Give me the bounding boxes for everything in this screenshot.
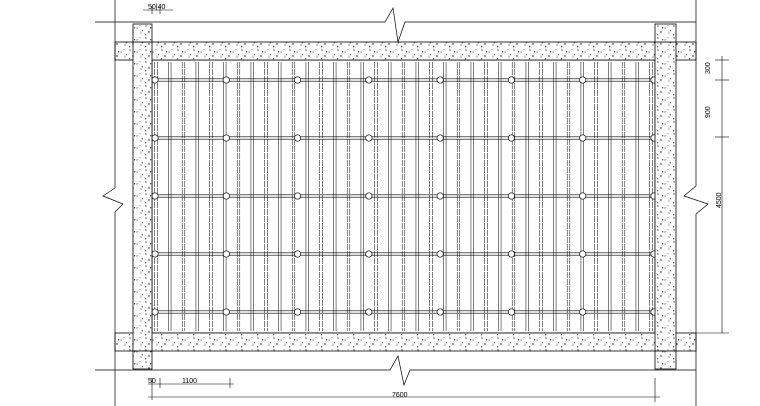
post-group <box>151 76 658 316</box>
bottom-break-line <box>95 355 696 387</box>
support-post <box>222 250 230 258</box>
support-post <box>507 308 515 316</box>
left-bottom-column <box>132 350 153 370</box>
support-post <box>294 308 302 316</box>
support-post <box>365 250 373 258</box>
support-post <box>222 308 230 316</box>
support-post <box>436 308 444 316</box>
break-lines <box>95 0 709 406</box>
right-break-line <box>683 0 709 406</box>
support-post <box>436 250 444 258</box>
label-top-left-spacing: 50|40 <box>148 4 165 11</box>
left-concrete-wall <box>132 41 153 352</box>
support-post <box>294 76 302 84</box>
support-post <box>507 76 515 84</box>
label-right-total-width: 4500 <box>716 192 723 208</box>
support-post <box>222 134 230 142</box>
support-post <box>151 76 159 84</box>
label-bottom-left-tick: 50 <box>148 378 156 385</box>
right-concrete-wall <box>654 41 677 352</box>
beam-group <box>150 78 657 314</box>
support-post <box>436 134 444 142</box>
left-top-column <box>132 23 153 43</box>
support-post <box>436 192 444 200</box>
joist-area <box>150 59 658 334</box>
support-post <box>365 308 373 316</box>
label-bottom-total-length: 7600 <box>392 392 408 399</box>
support-post <box>294 250 302 258</box>
support-post <box>294 192 302 200</box>
support-post <box>507 134 515 142</box>
top-break-line <box>95 6 696 43</box>
support-post <box>365 134 373 142</box>
bottom-concrete-beam <box>114 332 697 352</box>
concrete-frame <box>114 23 697 370</box>
support-post <box>151 134 159 142</box>
support-post <box>579 250 587 258</box>
support-post <box>579 76 587 84</box>
support-post <box>507 250 515 258</box>
top-concrete-beam <box>114 41 697 61</box>
support-post <box>579 308 587 316</box>
label-bottom-joist-spacing: 1100 <box>182 378 197 385</box>
support-post <box>579 192 587 200</box>
label-right-beam-spacing: 900 <box>705 106 712 118</box>
support-post <box>365 192 373 200</box>
support-post <box>436 76 444 84</box>
label-right-edge-distance: 300 <box>705 62 712 74</box>
support-post <box>151 192 159 200</box>
right-bottom-column <box>654 350 677 370</box>
support-post <box>222 76 230 84</box>
support-post <box>151 250 159 258</box>
support-post <box>222 192 230 200</box>
support-post <box>365 76 373 84</box>
support-post <box>507 192 515 200</box>
left-break-line <box>102 0 124 406</box>
dimension-lines <box>143 6 729 402</box>
right-top-column <box>654 23 677 43</box>
support-post <box>151 308 159 316</box>
support-post <box>579 134 587 142</box>
support-post <box>294 134 302 142</box>
